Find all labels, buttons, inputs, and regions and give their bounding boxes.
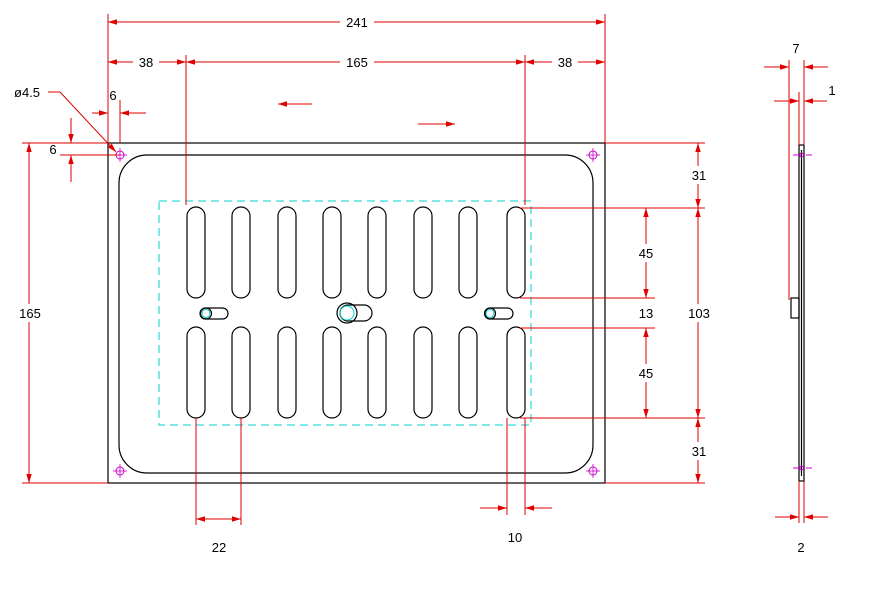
fixing-hole <box>586 148 600 162</box>
vent-slot <box>506 206 526 299</box>
vent-slot <box>367 206 387 299</box>
dim-right-margin-label: 38 <box>558 55 572 70</box>
vent-slot <box>231 206 251 299</box>
vent-slot <box>413 326 433 419</box>
dim-slot-height-lower-label: 45 <box>639 366 653 381</box>
dim-left-margin-label: 38 <box>139 55 153 70</box>
dim-overall-width-label: 241 <box>346 15 368 30</box>
plate-inner-panel <box>118 154 594 474</box>
side-view <box>790 144 812 482</box>
fixing-hole <box>113 464 127 478</box>
vent-slot <box>458 326 478 419</box>
dim-slot-width-label: 10 <box>508 530 522 545</box>
dim-slider-gap-label: 13 <box>639 306 653 321</box>
slider-knob-center[interactable] <box>336 302 373 324</box>
side-knob <box>790 297 800 319</box>
dim-side-depth-label: 7 <box>792 41 799 56</box>
dim-slot-region-label: 103 <box>688 306 710 321</box>
dim-hole-offset-x-label: 6 <box>109 88 116 103</box>
dim-overall-height-label: 165 <box>19 306 41 321</box>
slider-knob-right[interactable] <box>483 307 514 320</box>
vent-slot <box>367 326 387 419</box>
plate-outline <box>107 142 606 484</box>
side-dimensions: 7 1 2 <box>764 41 836 555</box>
vent-slot <box>413 206 433 299</box>
fixing-hole <box>586 464 600 478</box>
slider-hidden-outline <box>158 200 532 426</box>
dim-slot-height-upper-label: 45 <box>639 246 653 261</box>
dim-hole-diameter-label: ø4.5 <box>14 85 40 100</box>
slider-knob-left[interactable] <box>199 307 229 320</box>
vent-slot <box>458 206 478 299</box>
dim-bottom-margin-label: 31 <box>692 444 706 459</box>
dim-hole-offset-y-label: 6 <box>49 142 56 157</box>
vent-slot <box>322 326 342 419</box>
vent-slot <box>322 206 342 299</box>
front-view <box>107 101 606 484</box>
slider-knobs <box>199 302 514 324</box>
vent-slots <box>186 206 526 419</box>
dim-slot-pitch-label: 22 <box>212 540 226 555</box>
vent-slot <box>506 326 526 419</box>
dimension-lines: 241 38 165 38 ø4.5 6 6 165 <box>14 12 714 555</box>
vent-slot <box>277 326 297 419</box>
vent-slot <box>277 206 297 299</box>
vent-slot <box>186 206 206 299</box>
dim-top-margin-label: 31 <box>692 168 706 183</box>
vent-slot <box>186 326 206 419</box>
dim-side-lip-label: 1 <box>828 83 835 98</box>
dim-slot-span-label: 165 <box>346 55 368 70</box>
slide-direction-arrows <box>278 101 455 127</box>
vent-slot <box>231 326 251 419</box>
dim-side-thickness-label: 2 <box>797 540 804 555</box>
